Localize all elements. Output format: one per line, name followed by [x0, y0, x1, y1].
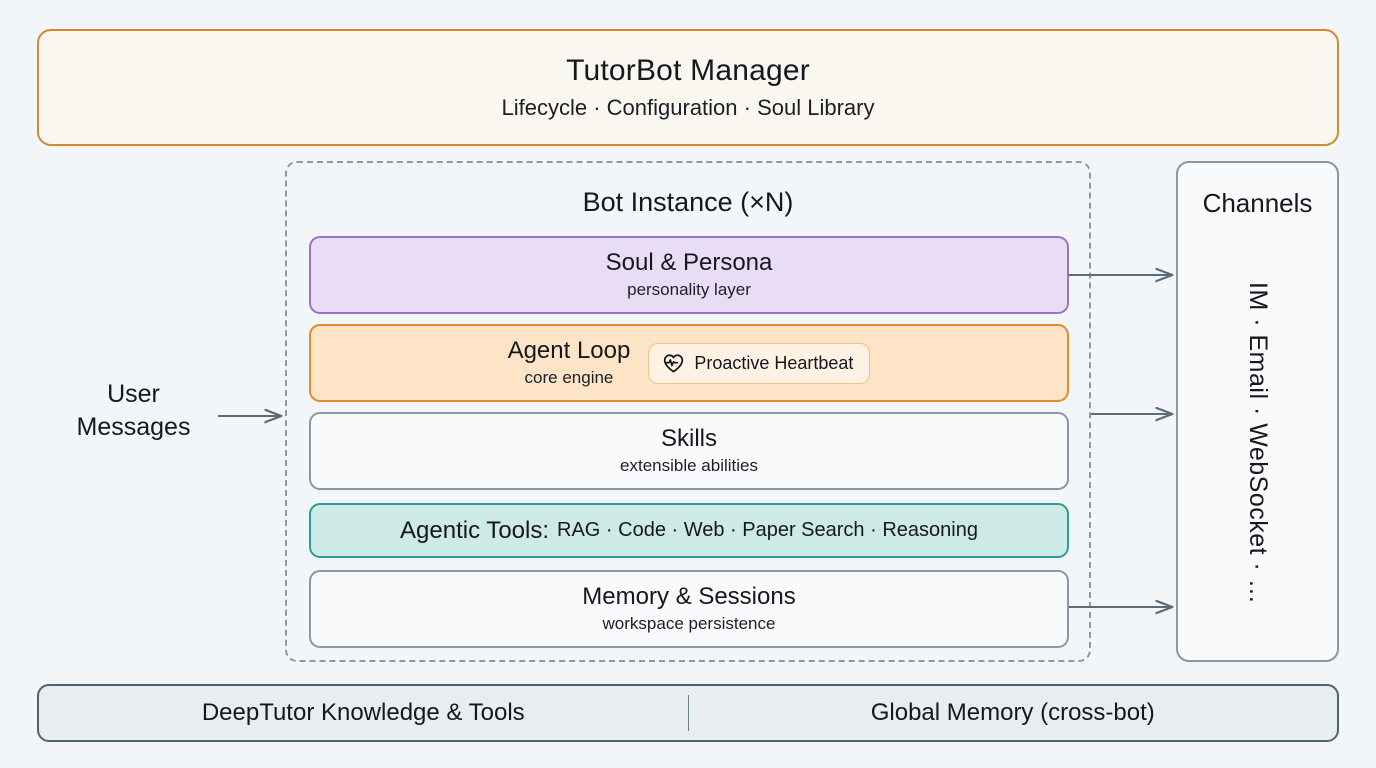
bot-instance-title: Bot Instance (×N): [582, 187, 794, 217]
layer-agentic-tools-items: RAG · Code · Web · Paper Search · Reason…: [557, 519, 978, 541]
shared-services-bar: DeepTutor Knowledge & Tools Global Memor…: [37, 684, 1339, 742]
layer-agent-loop-text: Agent Loop core engine: [507, 336, 631, 388]
channels-list: IM · Email · WebSocket · …: [1244, 281, 1272, 605]
channels-panel: Channels IM · Email · WebSocket · …: [1176, 161, 1339, 662]
layer-soul-persona-subtitle: personality layer: [627, 279, 751, 299]
layer-memory-sessions-subtitle: workspace persistence: [602, 613, 776, 633]
layer-agent-loop-subtitle: core engine: [524, 367, 614, 387]
manager-title: TutorBot Manager: [566, 54, 810, 87]
layer-agentic-tools-title: Agentic Tools:: [400, 516, 550, 544]
layer-agentic-tools: Agentic Tools: RAG · Code · Web · Paper …: [309, 503, 1069, 558]
bottom-bar-divider: [687, 695, 689, 731]
manager-subtitle: Lifecycle · Configuration · Soul Library: [501, 95, 875, 120]
layer-skills-subtitle: extensible abilities: [620, 455, 758, 475]
user-messages-label: User Messages: [56, 378, 211, 443]
user-messages-line1: User: [107, 380, 160, 408]
tutorbot-manager-banner: TutorBot Manager Lifecycle · Configurati…: [37, 29, 1339, 146]
layer-memory-sessions-title: Memory & Sessions: [582, 582, 796, 610]
layer-memory-sessions: Memory & Sessions workspace persistence: [309, 570, 1069, 648]
heartbeat-icon: [664, 353, 684, 373]
layer-agent-loop: Agent Loop core engine Proactive Heartbe…: [309, 324, 1069, 402]
layer-soul-persona-title: Soul & Persona: [605, 248, 773, 276]
layer-skills: Skills extensible abilities: [309, 412, 1069, 490]
proactive-heartbeat-label: Proactive Heartbeat: [694, 352, 854, 373]
layer-agent-loop-title: Agent Loop: [507, 336, 631, 364]
user-messages-line2: Messages: [76, 412, 191, 441]
global-memory-label: Global Memory (cross-bot): [870, 699, 1155, 726]
channels-list-wrap: IM · Email · WebSocket · …: [1178, 243, 1337, 643]
channels-title: Channels: [1202, 188, 1313, 218]
layer-soul-persona: Soul & Persona personality layer: [309, 236, 1069, 314]
bot-instance-container: Bot Instance (×N): [285, 161, 1091, 662]
layer-skills-title: Skills: [660, 424, 717, 452]
deeptutor-knowledge-label: DeepTutor Knowledge & Tools: [201, 699, 525, 726]
proactive-heartbeat-badge[interactable]: Proactive Heartbeat: [648, 342, 871, 384]
